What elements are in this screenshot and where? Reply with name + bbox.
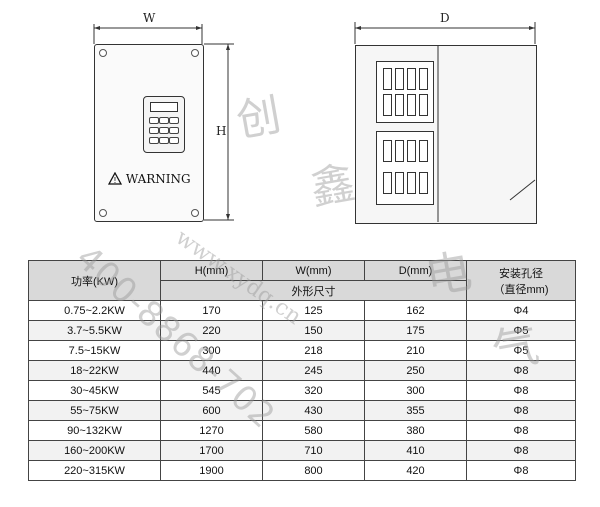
header-w: W(mm)	[262, 260, 365, 281]
screw-hole	[191, 209, 199, 217]
keypad-key	[159, 127, 169, 134]
header-outline: 外形尺寸	[160, 280, 467, 301]
height-label: H	[216, 124, 227, 138]
keypad-key	[169, 137, 179, 144]
keypad-key	[149, 117, 159, 124]
vent-grille	[376, 61, 434, 123]
screw-hole	[99, 49, 107, 57]
svg-text:!: !	[113, 176, 116, 185]
keypad-key	[159, 117, 169, 124]
warning-triangle-icon: !	[107, 171, 123, 188]
header-d: D(mm)	[364, 260, 467, 281]
dimension-lines	[93, 22, 536, 222]
warning-text: WARNING	[125, 172, 191, 186]
header-power: 功率(KW)	[28, 260, 161, 301]
keypad-key	[159, 137, 169, 144]
screw-hole	[191, 49, 199, 57]
vent-grille	[376, 131, 434, 205]
warning-label: ! WARNING	[107, 171, 191, 188]
keypad-key	[169, 117, 179, 124]
side-view-drawing	[355, 45, 537, 224]
keypad-key	[149, 137, 159, 144]
width-label: W	[143, 11, 156, 25]
depth-label: D	[440, 11, 450, 25]
keypad-key	[149, 127, 159, 134]
keypad-display	[150, 102, 178, 112]
screw-hole	[99, 209, 107, 217]
keypad-key	[169, 127, 179, 134]
dimensions-table: 功率(KW) H(mm) W(mm) D(mm) 安装孔径 （直径mm) 外形尺…	[28, 260, 576, 481]
header-hole: 安装孔径 （直径mm)	[466, 260, 576, 301]
keypad-panel	[143, 96, 185, 153]
header-h: H(mm)	[160, 260, 263, 281]
